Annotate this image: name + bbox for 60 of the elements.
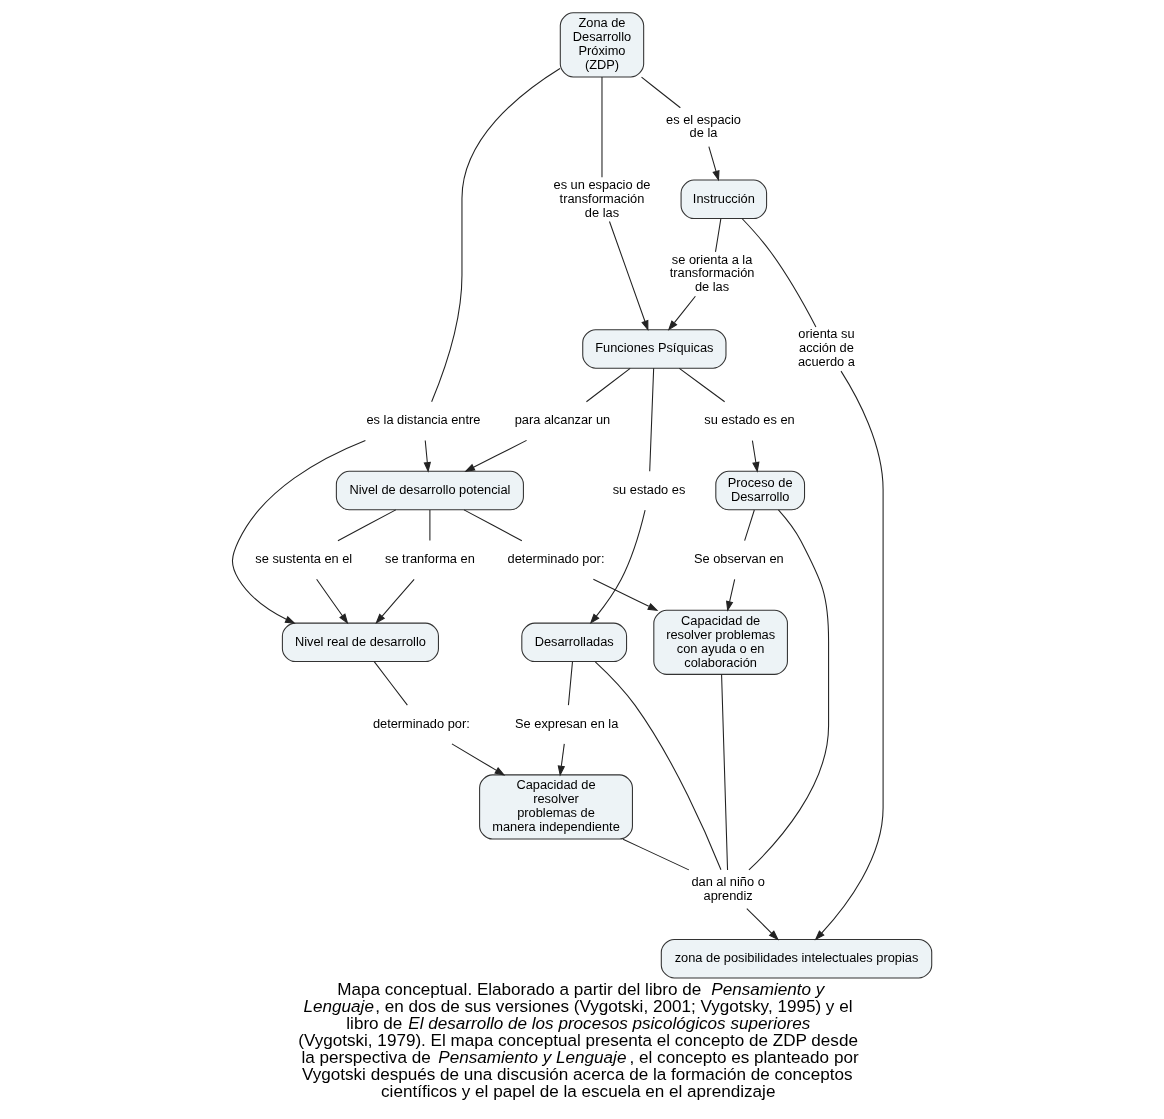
- connector: [721, 673, 729, 871]
- node-box: Nivel de desarrollo potencial: [335, 470, 524, 511]
- node-text: es el espacio de la: [666, 111, 741, 141]
- node-text: determinado por:: [507, 551, 605, 567]
- arrow: [557, 743, 566, 777]
- arrow: [814, 370, 884, 941]
- connector: [585, 367, 631, 403]
- arrow: [375, 578, 415, 625]
- node-box: Capacidad de resolver problemas con ayuda o en colaboración: [653, 609, 788, 675]
- connector: [641, 76, 681, 109]
- arrow: [464, 439, 528, 472]
- node-text: Se expresan en la: [515, 715, 619, 731]
- node-text: su estado es en: [704, 412, 795, 428]
- arrow: [589, 509, 646, 625]
- node-box: Proceso de Desarrollo: [715, 470, 806, 511]
- connector: [741, 218, 817, 328]
- node-box: Nivel real de desarrollo: [281, 622, 439, 663]
- connector: [431, 67, 561, 403]
- arrow: [746, 908, 779, 941]
- connector: [622, 838, 690, 871]
- arrow: [592, 578, 659, 611]
- node-box: Instrucción: [680, 179, 768, 220]
- node-box: Zona de Desarrollo Próximo (ZDP): [559, 12, 645, 78]
- connector: [714, 218, 722, 253]
- node-text: se orienta a la transformación de las: [669, 251, 755, 295]
- connector: [678, 367, 726, 403]
- node-text: dan al niño o aprendiz: [691, 873, 765, 903]
- arrow: [316, 578, 349, 625]
- connector: [601, 76, 603, 178]
- arrow: [726, 578, 736, 612]
- connector: [463, 509, 523, 542]
- node-text: es un espacio de transformación de las: [553, 176, 651, 220]
- arrow: [751, 440, 760, 473]
- connector: [567, 661, 574, 706]
- arrow: [423, 440, 431, 473]
- node-text: determinado por:: [372, 715, 470, 731]
- connector: [649, 367, 655, 472]
- node-text: orienta su acción de acuerdo a: [797, 326, 855, 370]
- node-box: zona de posibilidades intelectuales propias: [660, 938, 933, 979]
- node-text: es la distancia entre: [366, 412, 481, 428]
- node-text: su estado es: [612, 481, 686, 497]
- connector: [373, 661, 408, 706]
- node-box: Funciones Psíquicas: [582, 329, 727, 369]
- node-text: para alcanzar un: [514, 412, 611, 428]
- node-text: se sustenta en el: [255, 551, 353, 567]
- caption: Mapa conceptual. Elaborado a partir del libro de Pensamiento y Lenguaje, en dos de sus versiones (Vygotski, 2001; Vygotsky, 1995) y el libro de El desarrollo de los procesos psicológicos superiores (Vygotski, 1979). El mapa conceptual presenta el concepto de ZDP desde la perspectiva de Pensamiento y Lenguaje, el concepto es planteado por Vygotski después de una discusión acerca de la formación de conceptos científicos y el papel de la escuela en el aprendizaje: [298, 979, 859, 1102]
- arrow: [451, 743, 506, 776]
- arrow: [667, 295, 696, 331]
- arrow: [608, 220, 649, 332]
- connector: [429, 509, 431, 542]
- node-box: Capacidad de resolver problemas de manera independiente: [479, 774, 633, 840]
- connector: [748, 509, 830, 871]
- connector: [594, 661, 722, 871]
- node-text: se tranforma en: [385, 551, 475, 567]
- node-box: Desarrolladas: [521, 622, 628, 663]
- arrow: [231, 439, 366, 624]
- connector: [744, 509, 755, 542]
- arrow: [708, 146, 720, 182]
- node-text: Se observan en: [693, 551, 784, 567]
- connector: [337, 509, 397, 542]
